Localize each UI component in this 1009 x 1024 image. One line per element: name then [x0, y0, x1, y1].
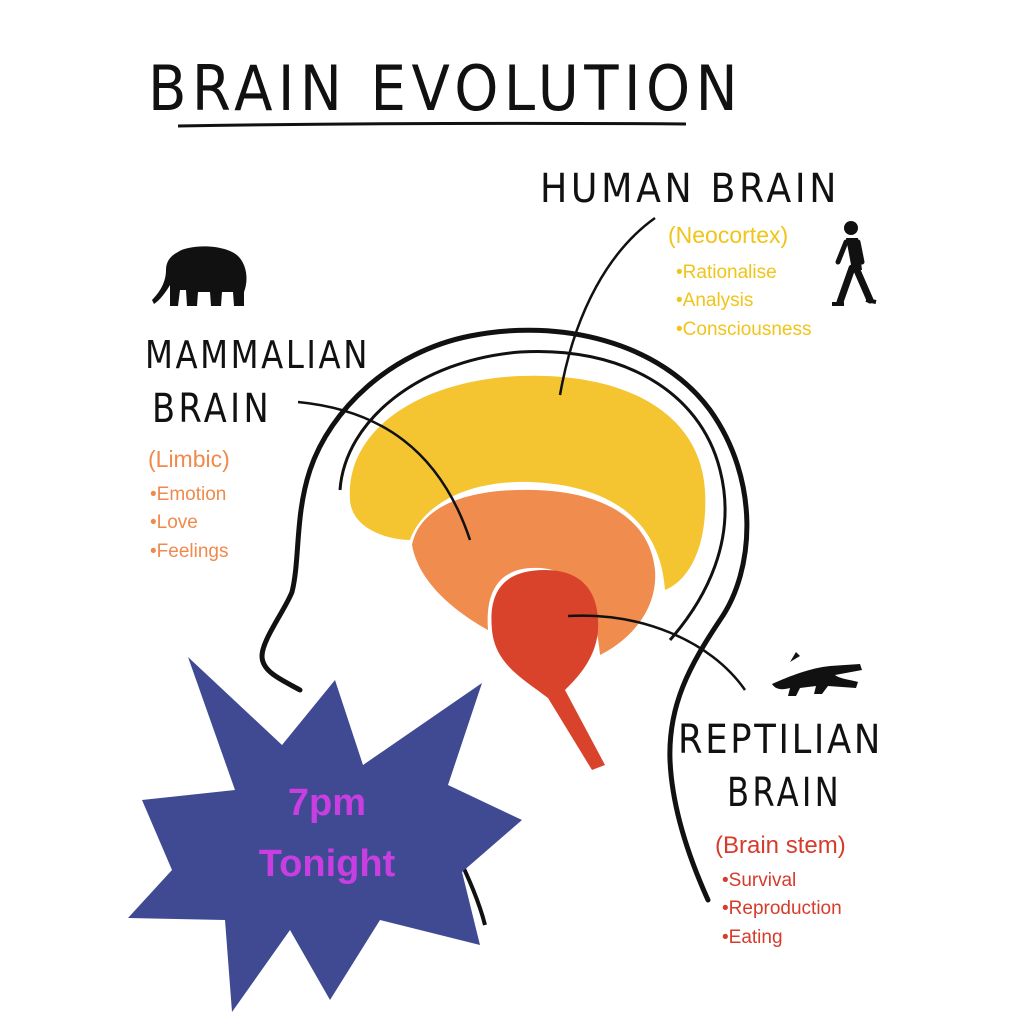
- reptilian-bullet: •Survival: [722, 870, 796, 891]
- title: BRAIN EVOLUTION: [148, 52, 743, 125]
- head-outline: [259, 327, 750, 903]
- human-heading: HUMAN BRAIN: [540, 166, 840, 212]
- mammalian-bullet: •Emotion: [150, 484, 226, 505]
- human-bullet: •Consciousness: [676, 319, 812, 340]
- crocodile-icon: [772, 652, 862, 696]
- reptilian-heading-line1: REPTILIAN: [678, 717, 883, 763]
- mammalian-bullet: •Feelings: [150, 541, 228, 562]
- reptilian-bullet: •Reproduction: [722, 898, 842, 919]
- mammalian-bullet: •Love: [150, 512, 198, 533]
- human-bullet: •Rationalise: [676, 262, 777, 283]
- human-leader-line: [558, 216, 656, 396]
- reptilian-subtitle: (Brain stem): [715, 832, 846, 859]
- mammalian-heading-line1: MAMMALIAN: [145, 333, 370, 377]
- walking-man-icon: [832, 221, 877, 306]
- mammalian-heading-line2: BRAIN: [152, 386, 272, 432]
- badge-line2: Tonight: [259, 843, 396, 885]
- elephant-icon: [152, 246, 247, 306]
- reptilian-leader-line: [567, 614, 747, 691]
- human-subtitle: (Neocortex): [668, 222, 788, 248]
- reptilian-bullet: •Eating: [722, 927, 783, 948]
- head-outline-inner: [338, 349, 727, 641]
- reptilian-heading-line2: BRAIN: [727, 770, 842, 816]
- human-bullet: •Analysis: [676, 290, 753, 311]
- badge-line1: 7pm: [288, 782, 366, 824]
- starburst-badge: [128, 657, 522, 1012]
- mammalian-leader-line: [297, 400, 472, 541]
- mammalian-subtitle: (Limbic): [148, 446, 230, 472]
- neocortex-region: [349, 375, 706, 590]
- title-underline: [177, 121, 687, 128]
- brainstem-region: [491, 570, 605, 770]
